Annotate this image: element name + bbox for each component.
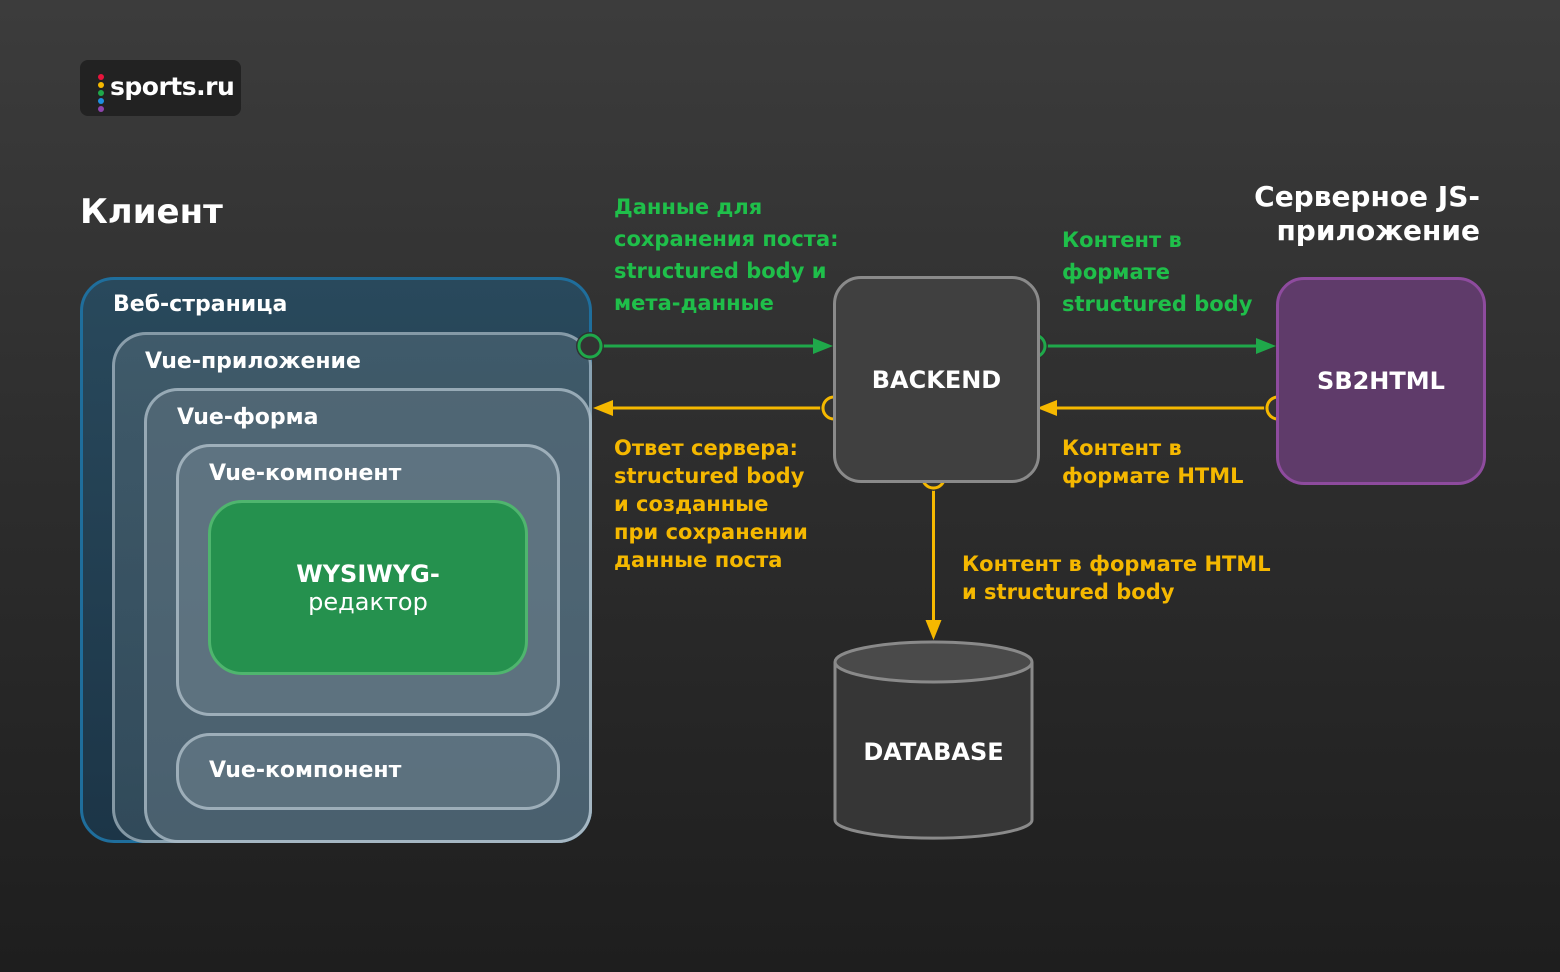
sb2html-node: SB2HTML	[1276, 277, 1486, 485]
flow-label-client-to-backend: Данные для сохранения поста: structured …	[614, 191, 839, 319]
logo-dot	[98, 106, 104, 112]
flow-label-line: мета-данные	[614, 291, 774, 315]
flow-label-line: и созданные	[614, 492, 769, 516]
database-label: DATABASE	[863, 738, 1004, 766]
flow-label-line: structured body и	[614, 259, 827, 283]
flow-label-line: и structured body	[962, 580, 1175, 604]
flow-label-backend-to-sb2html: Контент в формате structured body	[1062, 224, 1252, 320]
vue-component-label: Vue-компонент	[209, 758, 402, 783]
backend-node: BACKEND	[833, 276, 1040, 483]
arrow-client-to-backend	[576, 332, 833, 360]
flow-label-line: данные поста	[614, 548, 783, 572]
flow-label-line: structured body	[614, 464, 805, 488]
arrow-backend-to-database	[919, 463, 948, 640]
logo-dot	[98, 98, 104, 104]
logo-dot	[98, 82, 104, 88]
server-app-heading-line: приложение	[1276, 214, 1480, 247]
server-app-heading: Серверное JS- приложение	[1200, 180, 1480, 248]
logo-dots-icon	[98, 74, 104, 114]
logo-dot	[98, 74, 104, 80]
web-page-label: Веб-страница	[113, 292, 288, 317]
flow-label-line: Контент в	[1062, 228, 1182, 252]
wysiwyg-editor-box: WYSIWYG- редактор	[208, 500, 528, 675]
flow-label-line: Данные для	[614, 195, 763, 219]
flow-label-line: Контент в формате HTML	[962, 552, 1271, 576]
backend-label: BACKEND	[871, 365, 1002, 394]
vue-app-label: Vue-приложение	[145, 349, 361, 374]
flow-label-line: Ответ сервера:	[614, 436, 798, 460]
server-app-heading-line: Серверное JS-	[1254, 180, 1480, 213]
flow-label-sb2html-to-backend: Контент в формате HTML	[1062, 434, 1244, 490]
flow-label-line: structured body	[1062, 292, 1253, 316]
flow-label-line: формате HTML	[1062, 464, 1244, 488]
wysiwyg-label-line: WYSIWYG-	[296, 559, 440, 588]
flow-label-backend-to-client: Ответ сервера: structured body и созданн…	[614, 434, 808, 574]
flow-label-line: формате	[1062, 260, 1171, 284]
flow-label-line: при сохранении	[614, 520, 808, 544]
database-cylinder	[833, 640, 1034, 840]
client-heading: Клиент	[80, 192, 223, 232]
arrow-backend-to-sb2html	[1020, 332, 1276, 360]
sports-ru-logo: sports.ru	[80, 60, 241, 116]
arrow-sb2html-to-backend	[1037, 394, 1292, 422]
logo-text: sports.ru	[110, 72, 235, 101]
vue-form-label: Vue-форма	[177, 405, 319, 430]
wysiwyg-label-line: редактор	[308, 587, 428, 616]
flow-label-line: Контент в	[1062, 436, 1182, 460]
sb2html-label: SB2HTML	[1317, 367, 1445, 395]
logo-dot	[98, 90, 104, 96]
vue-component-label: Vue-компонент	[209, 461, 402, 486]
flow-label-line: сохранения поста:	[614, 227, 839, 251]
arrow-backend-to-client	[593, 394, 848, 422]
vue-component-box: Vue-компонент	[176, 733, 560, 810]
flow-label-backend-to-database: Контент в формате HTML и structured body	[962, 550, 1271, 606]
